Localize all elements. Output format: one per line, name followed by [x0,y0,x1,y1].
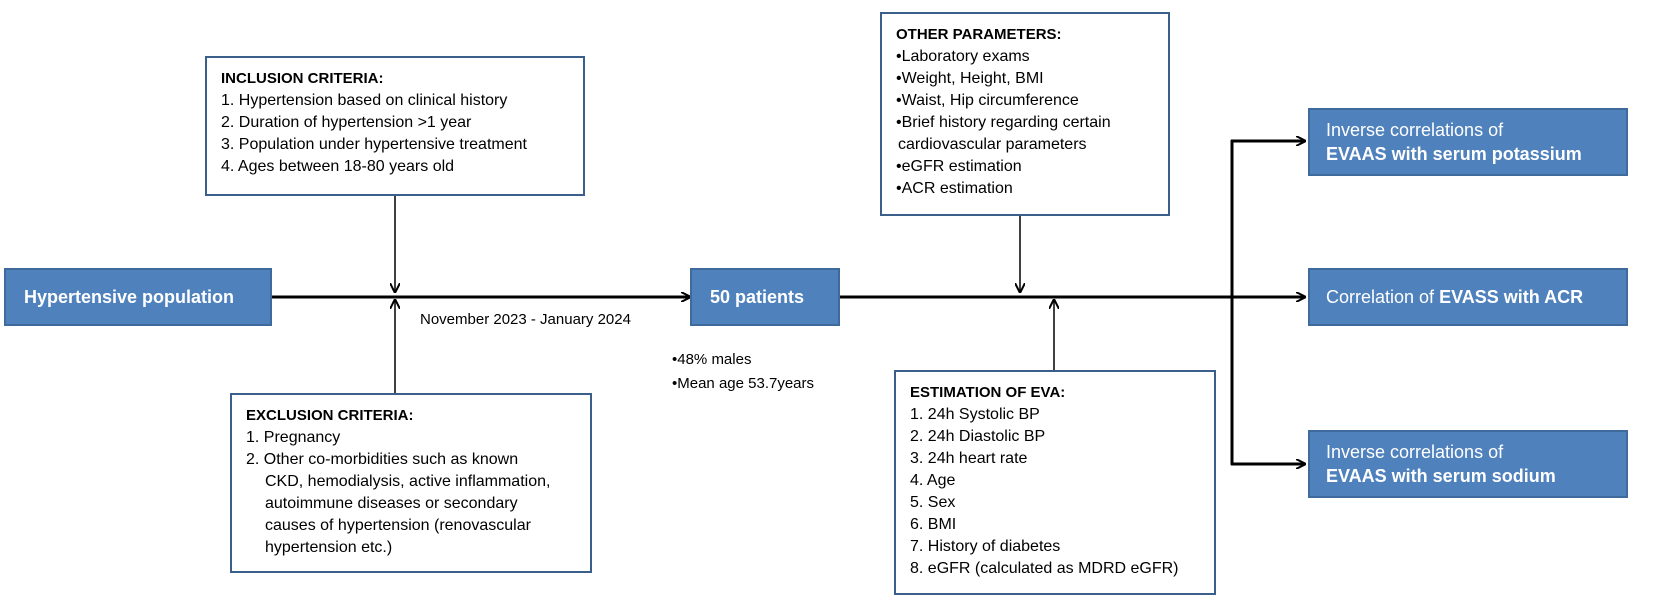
eva-item: 6. BMI [910,516,957,533]
period-label: November 2023 - January 2024 [420,311,631,328]
eva-item: 1. 24h Systolic BP [910,406,1040,423]
eva-item: 4. Age [910,472,956,489]
patients-label: 50 patients [710,286,805,307]
exclusion-item: CKD, hemodialysis, active inflammation, [265,473,551,490]
inclusion-title: INCLUSION CRITERIA: [221,70,384,87]
inclusion-item: 1. Hypertension based on clinical histor… [221,92,508,109]
exclusion-box: EXCLUSION CRITERIA: 1. Pregnancy 2. Othe… [230,393,592,573]
other-item: •Weight, Height, BMI [896,70,1044,87]
result-bold: EVAAS with serum potassium [1326,144,1582,164]
inclusion-item: 2. Duration of hypertension >1 year [221,114,472,131]
other-item: •eGFR estimation [896,158,1022,175]
inclusion-item: 3. Population under hypertensive treatme… [221,136,527,153]
other-item: •ACR estimation [896,180,1013,197]
patients-node: 50 patients [690,268,840,326]
eva-item: 2. 24h Diastolic BP [910,428,1046,445]
other-item: •Laboratory exams [896,48,1030,65]
patients-note: •Mean age 53.7years [672,375,815,392]
result-prefix: Correlation of [1326,286,1440,307]
start-node: Hypertensive population [4,268,272,326]
exclusion-item: causes of hypertension (renovascular [265,517,531,534]
eva-item: 7. History of diabetes [910,538,1061,555]
eva-title: ESTIMATION OF EVA: [910,384,1066,401]
patients-note: •48% males [672,351,752,368]
result-line: Inverse correlations of [1326,120,1504,140]
exclusion-item: autoimmune diseases or secondary [265,495,518,512]
other-item: •Brief history regarding certain [896,114,1111,131]
result-bold: EVASS with ACR [1439,286,1584,307]
other-item: •Waist, Hip circumference [896,92,1079,109]
result-box-potassium: Inverse correlations of EVAAS with serum… [1308,108,1628,176]
result-line: Inverse correlations of [1326,442,1504,462]
result-box-acr: Correlation of EVASS with ACR [1308,268,1628,326]
other-title: OTHER PARAMETERS: [896,26,1062,43]
other-item: cardiovascular parameters [898,136,1087,153]
patients-notes: •48% males •Mean age 53.7years [672,348,814,396]
result-box-sodium: Inverse correlations of EVAAS with serum… [1308,430,1628,498]
eva-item: 8. eGFR (calculated as MDRD eGFR) [910,560,1179,577]
start-label: Hypertensive population [24,286,235,307]
exclusion-item: hypertension etc.) [265,539,393,556]
inclusion-box: INCLUSION CRITERIA: 1. Hypertension base… [205,56,585,196]
inclusion-item: 4. Ages between 18-80 years old [221,158,455,175]
result-bold: EVAAS with serum sodium [1326,466,1556,486]
eva-item: 5. Sex [910,494,956,511]
other-parameters-box: OTHER PARAMETERS: •Laboratory exams •Wei… [880,12,1170,216]
eva-item: 3. 24h heart rate [910,450,1028,467]
eva-box: ESTIMATION OF EVA: 1. 24h Systolic BP 2.… [894,370,1216,595]
exclusion-item: 2. Other co-morbidities such as known [246,451,519,468]
exclusion-item: 1. Pregnancy [246,429,341,446]
exclusion-title: EXCLUSION CRITERIA: [246,407,414,424]
